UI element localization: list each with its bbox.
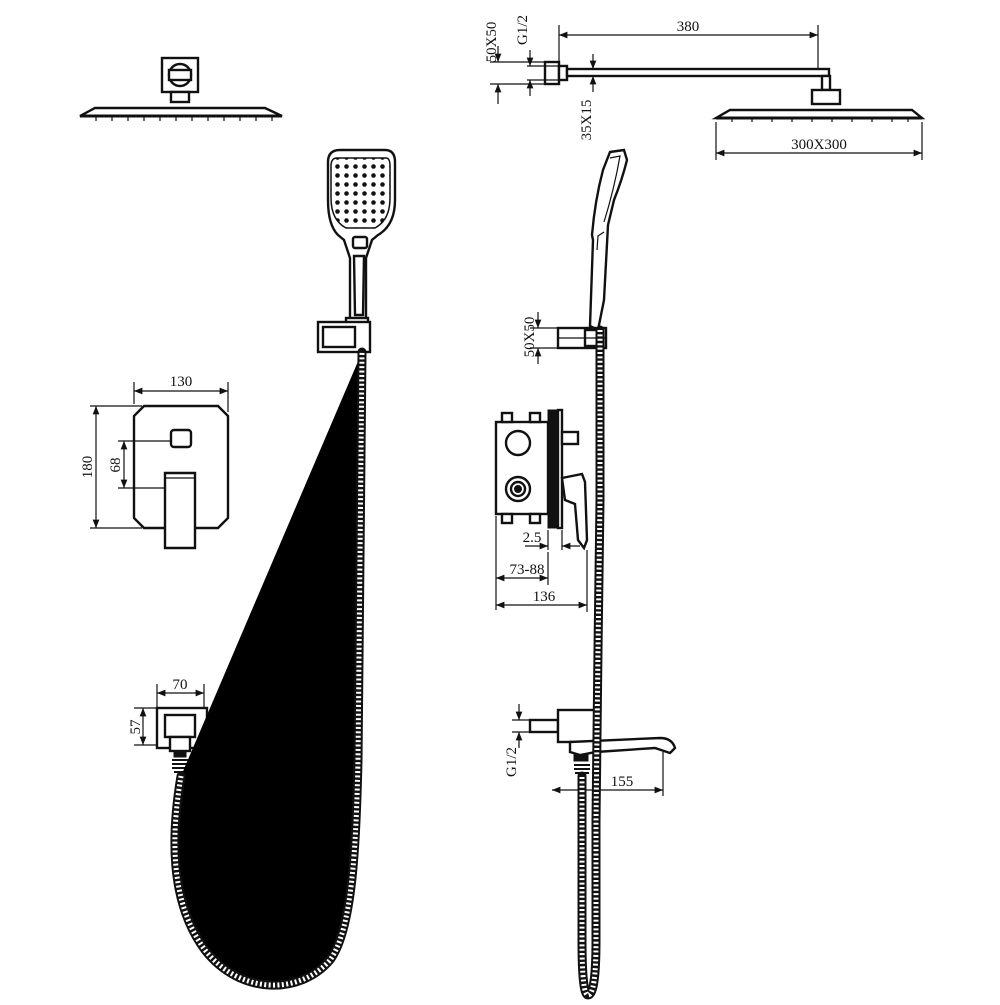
dim-arm-length-label: 380 [677,19,700,35]
dim-outlet-width-label: 70 [173,677,188,693]
dim-spout-length: 155 [552,752,664,796]
dim-holder-size: 50X50 [522,312,558,364]
dim-holder-size-label: 50X50 [522,317,538,358]
dim-total-depth: 136 [496,550,588,612]
dim-outlet-height: 57 [128,707,157,746]
dim-top-thread: G1/2 [515,15,559,96]
concealed-valve-side-view [494,408,589,551]
hand-shower-holder [316,320,372,354]
dim-handle-offset: 68 [108,440,171,489]
dim-install-depth-label: 73-88 [510,562,545,578]
dim-total-depth-label: 136 [533,589,556,605]
tub-spout-side-view [528,708,677,774]
dim-spout-thread-label: G1/2 [504,747,520,777]
dim-handle-offset-label: 68 [108,458,124,473]
diverter-valve-front-view [132,404,230,550]
dim-top-thread-label: G1/2 [515,15,531,45]
dim-head-size: 300X300 [715,122,923,160]
dim-valve-height-label: 180 [80,456,96,479]
dim-top-mount: 50X50 [484,22,545,104]
hand-shower-front-view [326,148,397,330]
shower-hose-side-view [577,325,605,1000]
dim-spout-thread: G1/2 [504,704,530,777]
rain-head-front-view [79,56,283,121]
dim-install-depth: 73-88 [495,516,549,610]
dim-outlet-height-label: 57 [128,719,144,735]
dim-head-size-label: 300X300 [791,137,847,153]
nozzle-row [95,116,273,121]
dim-arm-offset: 35X15 [579,54,600,140]
dim-valve-height: 180 [80,405,142,529]
dim-plate-thickness-label: 2.5 [523,530,542,546]
dim-spout-length-label: 155 [611,774,634,790]
shower-arm-side-view [543,60,926,122]
dim-top-mount-label: 50X50 [484,22,500,63]
hand-shower-side-view [588,148,629,332]
shower-hose-front-view [170,347,367,990]
dim-arm-offset-label: 35X15 [579,100,595,141]
dim-outlet-width: 70 [156,677,205,708]
dim-valve-width-label: 130 [170,374,193,390]
dim-arm-length: 380 [558,19,819,68]
dim-plate-thickness: 2.5 [523,530,580,550]
dim-valve-width: 130 [133,374,229,412]
